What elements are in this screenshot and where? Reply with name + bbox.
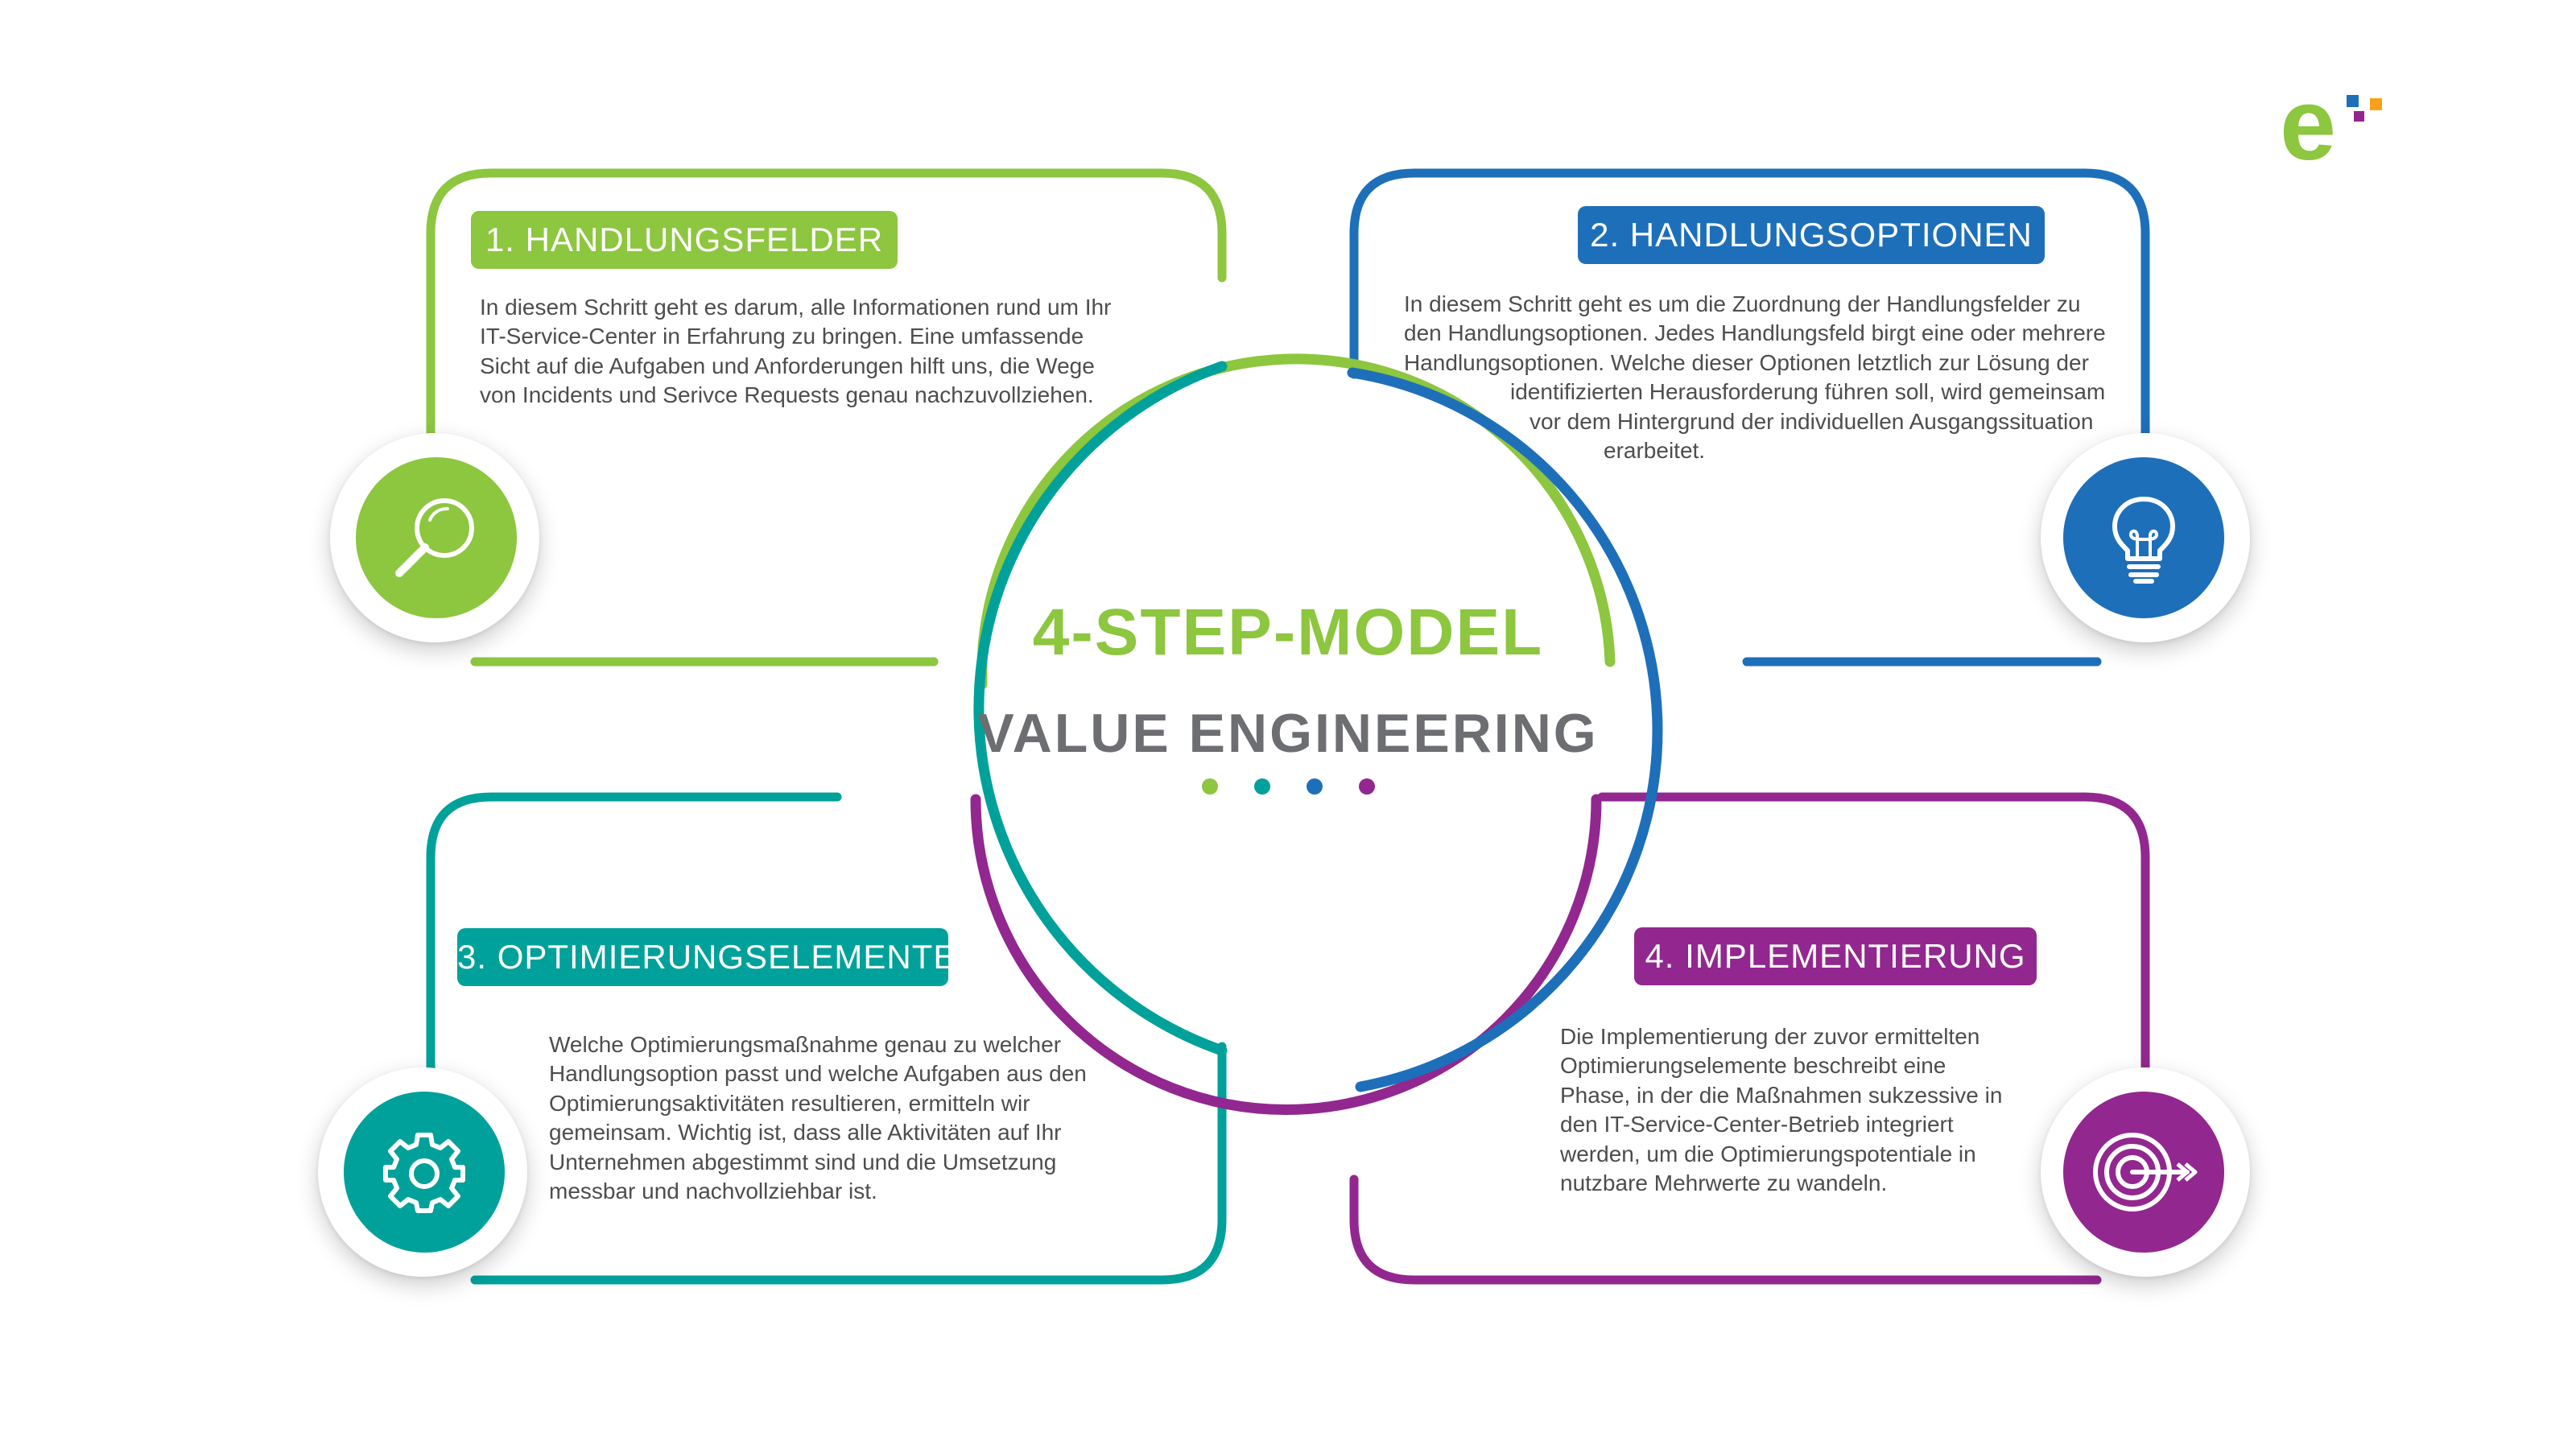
frame-step-3 [426, 792, 1227, 1285]
step-1-icon-disc [330, 433, 539, 642]
step-1-icon-circle [356, 457, 517, 618]
step-3-icon-circle [344, 1092, 505, 1253]
step-2-line: In diesem Schritt geht es um die Zuordnu… [1404, 291, 2081, 316]
step-3-line: Optimierungsaktivitäten resultieren, erm… [549, 1090, 1030, 1116]
frame-step-2 [1349, 168, 2150, 667]
model-title: 4-STEP-MODEL [1032, 596, 1544, 669]
step-3-line: gemeinsam. Wichtig ist, dass alle Aktivi… [549, 1120, 1062, 1146]
step-1-description: In diesem Schritt geht es darum, alle In… [480, 293, 1111, 411]
step-4-icon-disc [2041, 1067, 2250, 1277]
gear-icon [383, 1133, 465, 1213]
brand-e-logo: e [2280, 68, 2337, 181]
step-2-line: identifizierten Herausforderung führen s… [1510, 379, 2106, 405]
arc-outer-teal [973, 361, 1228, 1056]
step-4-line: den IT-Service-Center-Betrieb integriert [1560, 1112, 1954, 1137]
arc-outer-blue [1347, 367, 1663, 1092]
step-3-line: Handlungsoption passt und welche Aufgabe… [549, 1061, 1087, 1087]
step-4-line: Optimierungselemente beschreibt eine [1560, 1053, 1946, 1079]
dot-purple [1359, 778, 1375, 795]
arc-inner-green [976, 353, 1616, 690]
step-2-line: vor dem Hintergrund der individuellen Au… [1530, 408, 2094, 434]
model-subtitle: VALUE ENGINEERING [977, 703, 1599, 764]
step-4-line: Die Implementierung der zuvor ermittelte… [1560, 1024, 1980, 1049]
step-4-line: nutzbare Mehrwerte zu wandeln. [1560, 1170, 1888, 1196]
logo-square-orange [2370, 98, 2382, 110]
magnifier-icon [395, 498, 474, 577]
step-2-line: erarbeitet. [1604, 438, 1706, 464]
step-4-line: Phase, in der die Maßnahmen sukzessive i… [1560, 1082, 2003, 1108]
frame-step-1 [426, 168, 1227, 667]
step-1-line: IT-Service-Center in Erfahrung zu bringe… [480, 324, 1084, 349]
frame-step-4 [1349, 792, 2150, 1285]
step-2-line: den Handlungsoptionen. Jedes Handlungsfe… [1404, 320, 2106, 346]
step-3-line: messbar und nachvollziehbar ist. [549, 1179, 877, 1204]
step-4-label: 4. IMPLEMENTIERUNG [1634, 927, 2037, 985]
dot-teal [1254, 778, 1270, 795]
step-4-line: werden, um die Optimierungspotentiale in [1560, 1141, 1976, 1166]
step-4-description: Die Implementierung der zuvor ermittelte… [1560, 1022, 2002, 1198]
step-3-line: Welche Optimierungsmaßnahme genau zu wel… [549, 1032, 1062, 1057]
step-2-label: 2. HANDLUNGSOPTIONEN [1578, 206, 2045, 264]
step-2-icon-disc [2041, 433, 2250, 642]
step-3-line: Unternehmen abgestimmt sind und die Umse… [549, 1149, 1057, 1174]
logo-square-blue [2347, 95, 2359, 107]
step-2-icon-circle [2063, 457, 2224, 618]
step-1-line: Sicht auf die Aufgaben und Anforderungen… [480, 353, 1095, 378]
step-2-line: Handlungsoptionen. Welche dieser Optione… [1404, 349, 2089, 375]
step-2-description: In diesem Schritt geht es um die Zuordnu… [1404, 290, 2106, 465]
step-1-line: In diesem Schritt geht es darum, alle In… [480, 295, 1112, 320]
brand-logo: e [2270, 74, 2399, 177]
step-1-label: 1. HANDLUNGSFELDER [471, 211, 898, 269]
step-4-icon-circle [2063, 1092, 2224, 1253]
logo-square-purple [2354, 111, 2364, 122]
arc-inner-purple [970, 794, 1602, 1115]
step-3-description: Welche Optimierungsmaßnahme genau zu wel… [549, 1030, 1087, 1206]
step-1-line: von Incidents und Serivce Requests genau… [480, 382, 1094, 408]
target-icon [2093, 1133, 2198, 1212]
dot-green [1202, 778, 1218, 795]
lightbulb-icon [2112, 497, 2175, 584]
step-3-label: 3. OPTIMIERUNGSELEMENTE [457, 928, 956, 986]
step-3-icon-disc [318, 1067, 527, 1277]
dot-blue [1307, 778, 1323, 795]
